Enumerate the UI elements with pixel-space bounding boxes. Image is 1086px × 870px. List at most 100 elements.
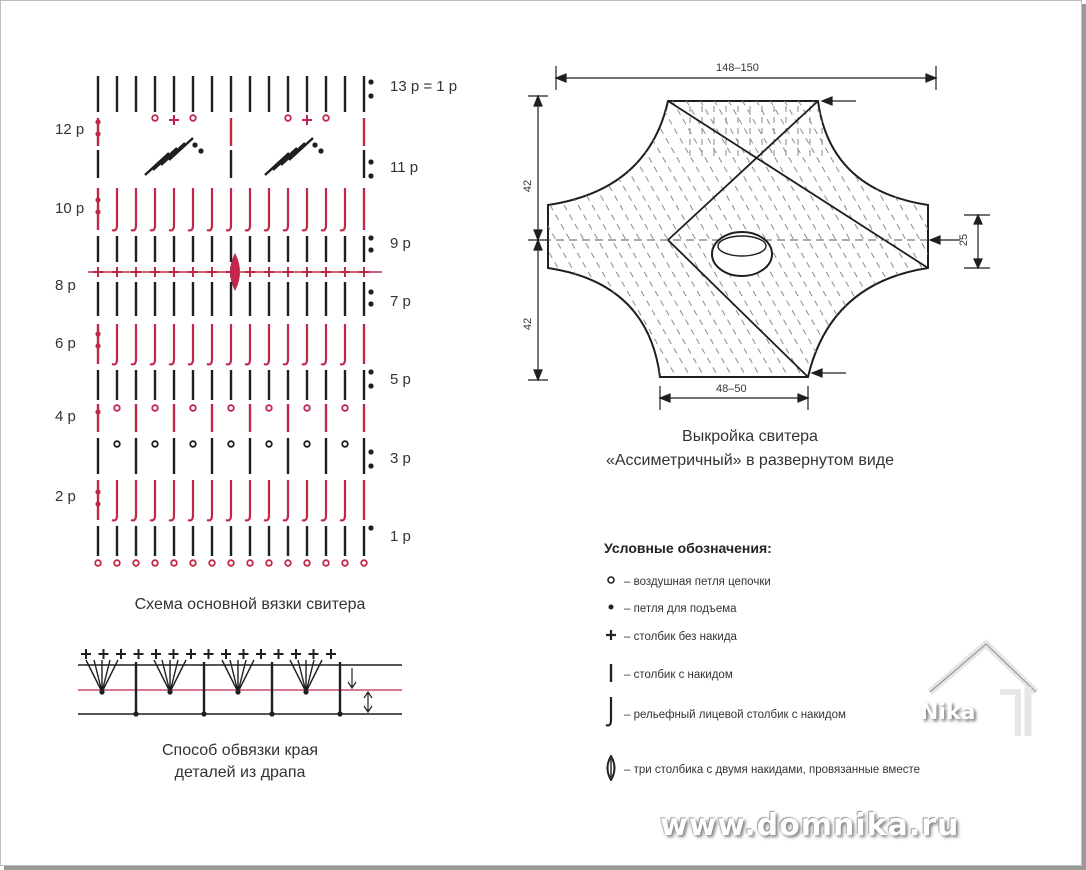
cluster-dot <box>312 142 318 148</box>
edging-sc <box>291 649 301 659</box>
hatch-line <box>966 100 1086 380</box>
edging-sc <box>81 649 91 659</box>
stitch-fpdc-r2 <box>244 480 252 522</box>
stitch-fpdc-r10 <box>111 188 119 232</box>
leaf-cluster-r8 <box>230 252 240 292</box>
turning-dot <box>368 173 374 179</box>
chain-r3 <box>265 440 273 448</box>
turning-dot <box>368 383 374 389</box>
row-label-7: 7 р <box>390 293 411 310</box>
row-label-5: 5 р <box>390 371 411 388</box>
legend-item-chain: – воздушная петля цепочки <box>604 575 771 588</box>
leaf-icon <box>604 754 618 784</box>
edging-sc <box>273 649 284 659</box>
hatch-line <box>378 100 538 380</box>
hatch-line <box>685 101 847 377</box>
stitch-fpdc-r6 <box>263 324 271 366</box>
edging-join <box>269 711 275 717</box>
dimension-lines <box>528 66 990 410</box>
dot-icon <box>604 602 618 615</box>
edging-join <box>235 689 241 695</box>
plus-icon <box>604 629 618 644</box>
legend-item-fpdc: – рельефный лицевой столбик с накидом <box>604 696 846 733</box>
foundation-chain <box>132 559 140 567</box>
turning-dot <box>368 289 374 295</box>
foundation-chain <box>113 559 121 567</box>
foundation-chain <box>94 559 102 567</box>
stitch-fpdc-r2 <box>111 480 119 522</box>
legend-text-fpdc: – рельефный лицевой столбик с накидом <box>624 708 846 721</box>
stitch-fpdc-r6 <box>225 324 233 366</box>
hatch-line <box>322 100 482 380</box>
cluster-diagonal <box>288 137 314 161</box>
chain-r4 <box>189 404 197 412</box>
turning-dot <box>95 131 101 137</box>
row-label-9: 9 р <box>390 235 411 252</box>
legend-title: Условные обозначения: <box>604 540 772 556</box>
chain-r4 <box>113 404 121 412</box>
legend-text-turning: – петля для подъема <box>624 602 737 615</box>
row-label-10: 10 р <box>55 200 85 217</box>
row-label-12: 12 р <box>55 121 85 138</box>
neck-opening-inner <box>717 235 767 257</box>
hatch-line <box>548 101 679 377</box>
edging-sc <box>186 649 196 659</box>
turning-dot <box>95 343 101 349</box>
legend-text-dc: – столбик с накидом <box>624 668 733 681</box>
edging-sc <box>238 649 249 659</box>
stitch-fpdc-r10 <box>320 188 328 232</box>
stitch-fpdc-r10 <box>244 188 252 232</box>
edging-sc <box>168 649 179 659</box>
row-label-11: 11 р <box>390 159 419 176</box>
row-label-2: 2 р <box>55 488 76 505</box>
turning-dot <box>368 449 374 455</box>
stitch-fpdc-r10 <box>187 188 195 232</box>
chart-marks <box>78 76 402 717</box>
cluster-dot <box>192 142 198 148</box>
turning-dot <box>95 409 101 415</box>
pattern-caption-line2: «Ассиметричный» в развернутом виде <box>605 452 894 469</box>
hatch-line <box>587 101 749 377</box>
stitch-fpdc-r2 <box>339 480 347 522</box>
cluster-dot <box>198 148 204 154</box>
site-logo-text: Nika <box>920 700 976 725</box>
cluster-diagonal <box>280 142 306 166</box>
edging-join <box>337 711 343 717</box>
cluster-diagonal <box>168 137 194 161</box>
chain-r3 <box>303 440 311 448</box>
stitch-fpdc-r10 <box>225 188 233 232</box>
hatch-line <box>548 101 707 377</box>
edging-sc <box>256 649 266 659</box>
chain-r3 <box>189 440 197 448</box>
dimension-left-upper: 42 <box>522 179 535 193</box>
stitch-fpdc-r10 <box>282 188 290 232</box>
chain-r3 <box>227 440 235 448</box>
row-label-13: 13 р = 1 р <box>390 78 458 95</box>
sc-r12 <box>302 115 312 125</box>
stitch-fpdc-r2 <box>301 480 309 522</box>
open-circle-icon <box>604 575 618 588</box>
hatch-line <box>308 100 468 380</box>
cluster-diagonal <box>272 147 298 171</box>
hatch-line <box>671 101 833 377</box>
stitch-fpdc-r10 <box>301 188 309 232</box>
cluster-diagonal <box>144 152 170 176</box>
stitch-fpdc-r6 <box>111 324 119 366</box>
chain-r12 <box>189 114 197 122</box>
cluster-diagonal <box>264 152 290 176</box>
stitch-fpdc-r6 <box>282 324 290 366</box>
chain-r4 <box>341 404 349 412</box>
turning-dot <box>368 463 374 469</box>
stitch-fpdc-r2 <box>168 480 176 522</box>
edging-arrow <box>363 690 373 714</box>
stitch-fpdc-r2 <box>225 480 233 522</box>
pattern-caption-line1: Выкройка свитера <box>682 428 818 445</box>
stitch-fpdc-r10 <box>206 188 214 232</box>
chain-r4 <box>151 404 159 412</box>
stitch-fpdc-r2 <box>187 480 195 522</box>
legend-item-cluster: – три столбика с двумя накидами, провяза… <box>604 754 920 784</box>
hatch-line <box>952 100 1086 380</box>
edging-sc <box>98 649 109 659</box>
stitch-fpdc-r10 <box>339 188 347 232</box>
hatch-line <box>294 100 454 380</box>
